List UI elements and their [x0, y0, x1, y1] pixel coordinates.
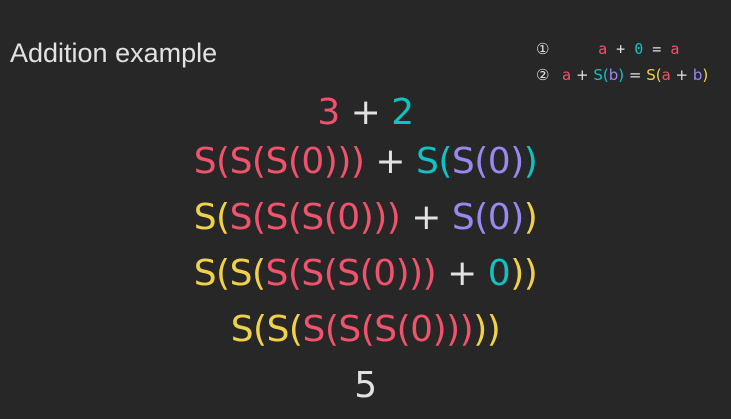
page-title: Addition example	[10, 38, 218, 68]
step-term: )	[523, 141, 538, 182]
rule-term: )	[618, 66, 625, 84]
step-term: 3	[317, 92, 340, 133]
rule-term: )	[702, 66, 709, 84]
step-term: S(	[193, 197, 230, 238]
rule-term: b	[692, 66, 703, 84]
rule-term: a	[661, 66, 671, 84]
rule-number: ②	[536, 66, 550, 84]
step-term: 0	[487, 253, 511, 294]
step-term: ))	[473, 309, 501, 350]
step-term: S(S(S(0)))	[193, 141, 365, 182]
step-term: S(S(	[230, 309, 303, 350]
step-term: )	[523, 197, 538, 238]
step-term: S(S(S(0)))	[265, 253, 437, 294]
derivation-step-4: S(S(S(S(S(0))) + 0))	[0, 246, 731, 302]
rule-line-1: ① a + 0 = a	[536, 36, 726, 62]
step-term: S(S(S(0)))	[302, 309, 474, 350]
step-term: ))	[510, 253, 538, 294]
step-term: S(S(	[193, 253, 266, 294]
rule-term: =	[624, 66, 647, 84]
derivation-step-3: S(S(S(S(0))) + S(0))	[0, 190, 731, 246]
step-term: +	[436, 253, 488, 294]
step-term: S(S(S(0)))	[229, 197, 401, 238]
rule-term: a	[670, 40, 680, 58]
rule-term: b	[608, 66, 619, 84]
step-term: 5	[354, 365, 377, 406]
derivation-step-6: 5	[0, 358, 731, 414]
step-term: 2	[391, 92, 414, 133]
rule-term: a	[562, 40, 608, 58]
rule-term: 0	[634, 40, 644, 58]
step-term: +	[400, 197, 452, 238]
rule-term: +	[670, 66, 693, 84]
rule-term: S(	[646, 66, 662, 84]
rule-term: =	[643, 40, 671, 58]
rule-term: a	[562, 66, 572, 84]
rule-term: +	[571, 66, 594, 84]
step-term: S(0)	[451, 141, 524, 182]
derivation-step-2: S(S(S(0))) + S(S(0))	[0, 134, 731, 190]
rule-term: S(	[593, 66, 609, 84]
step-term: +	[364, 141, 416, 182]
step-term: S(0)	[451, 197, 524, 238]
rule-term: +	[607, 40, 635, 58]
derivation-step-5: S(S(S(S(S(0)))))	[0, 302, 731, 358]
rule-number: ①	[536, 40, 550, 58]
derivation-step-1: 3 + 2	[0, 92, 731, 134]
step-term: S(	[415, 141, 452, 182]
step-term: +	[339, 92, 392, 133]
